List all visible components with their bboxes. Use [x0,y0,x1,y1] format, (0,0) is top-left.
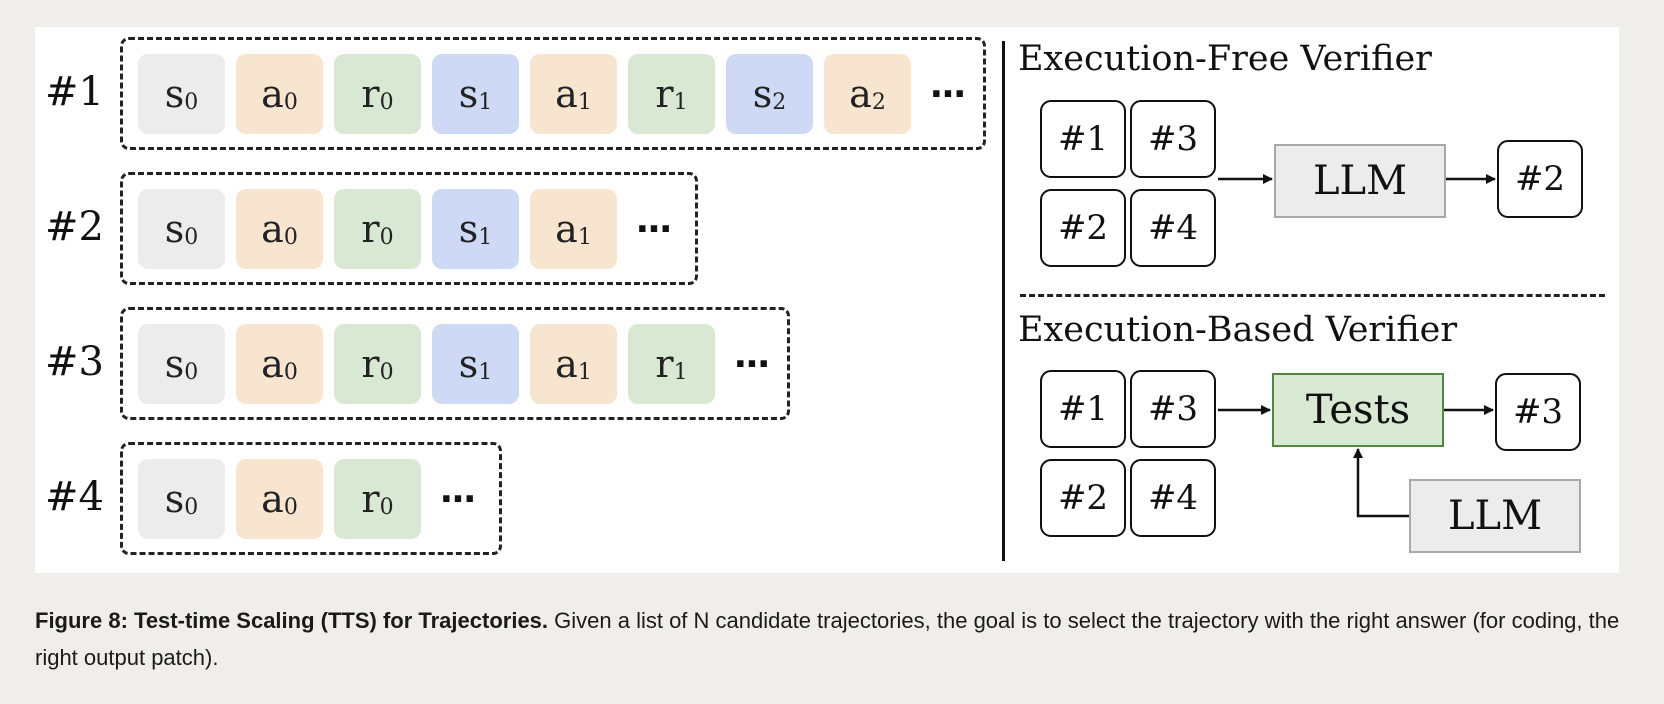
based-selected: #3 [1495,373,1581,451]
based-verifier-title: Execution-Based Verifier [1018,310,1458,350]
arrows [1218,174,1496,518]
based-candidate: #3 [1130,370,1216,448]
ellipsis: ··· [733,343,770,385]
based-llm-box: LLM [1409,479,1581,553]
figure-caption: Figure 8: Test-time Scaling (TTS) for Tr… [35,602,1635,676]
row-label: #3 [45,339,104,385]
free-llm-box: LLM [1274,144,1446,218]
tests-box: Tests [1272,373,1444,447]
free-candidate: #2 [1040,189,1126,267]
free-candidate: #3 [1130,100,1216,178]
ellipsis: ··· [635,208,672,250]
caption-text: Given a list of N candidate trajectories… [35,608,1620,670]
based-candidate: #1 [1040,370,1126,448]
row-label: #4 [45,474,104,520]
row-label: #2 [45,204,104,250]
ellipsis: ··· [929,73,966,115]
ellipsis: ··· [439,478,476,520]
free-selected: #2 [1497,140,1583,218]
free-candidate: #4 [1130,189,1216,267]
vertical-divider [1002,41,1005,561]
free-candidate: #1 [1040,100,1126,178]
based-candidate: #4 [1130,459,1216,537]
caption-title: Figure 8: Test-time Scaling (TTS) for Tr… [35,608,549,633]
based-candidate: #2 [1040,459,1126,537]
arrow-llm-to-tests [1353,448,1409,518]
section-divider [1020,294,1605,297]
free-verifier-title: Execution-Free Verifier [1018,39,1432,79]
row-label: #1 [45,69,104,115]
